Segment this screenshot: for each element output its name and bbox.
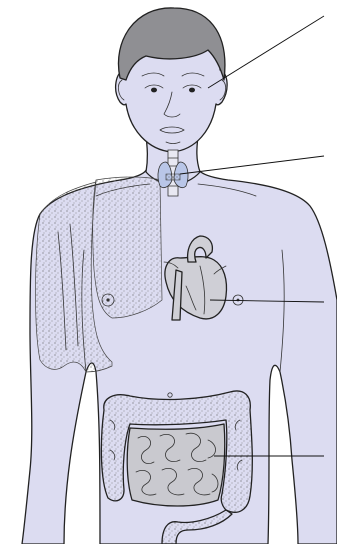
nipple-right-center — [237, 299, 240, 302]
nipple-left-center — [106, 298, 109, 301]
leader-line-thyroid — [180, 156, 324, 174]
leader-line-face — [208, 16, 324, 88]
thyroid-isthmus — [166, 174, 180, 180]
eye-left — [151, 88, 157, 93]
eye-right — [189, 88, 195, 93]
head — [116, 8, 227, 152]
